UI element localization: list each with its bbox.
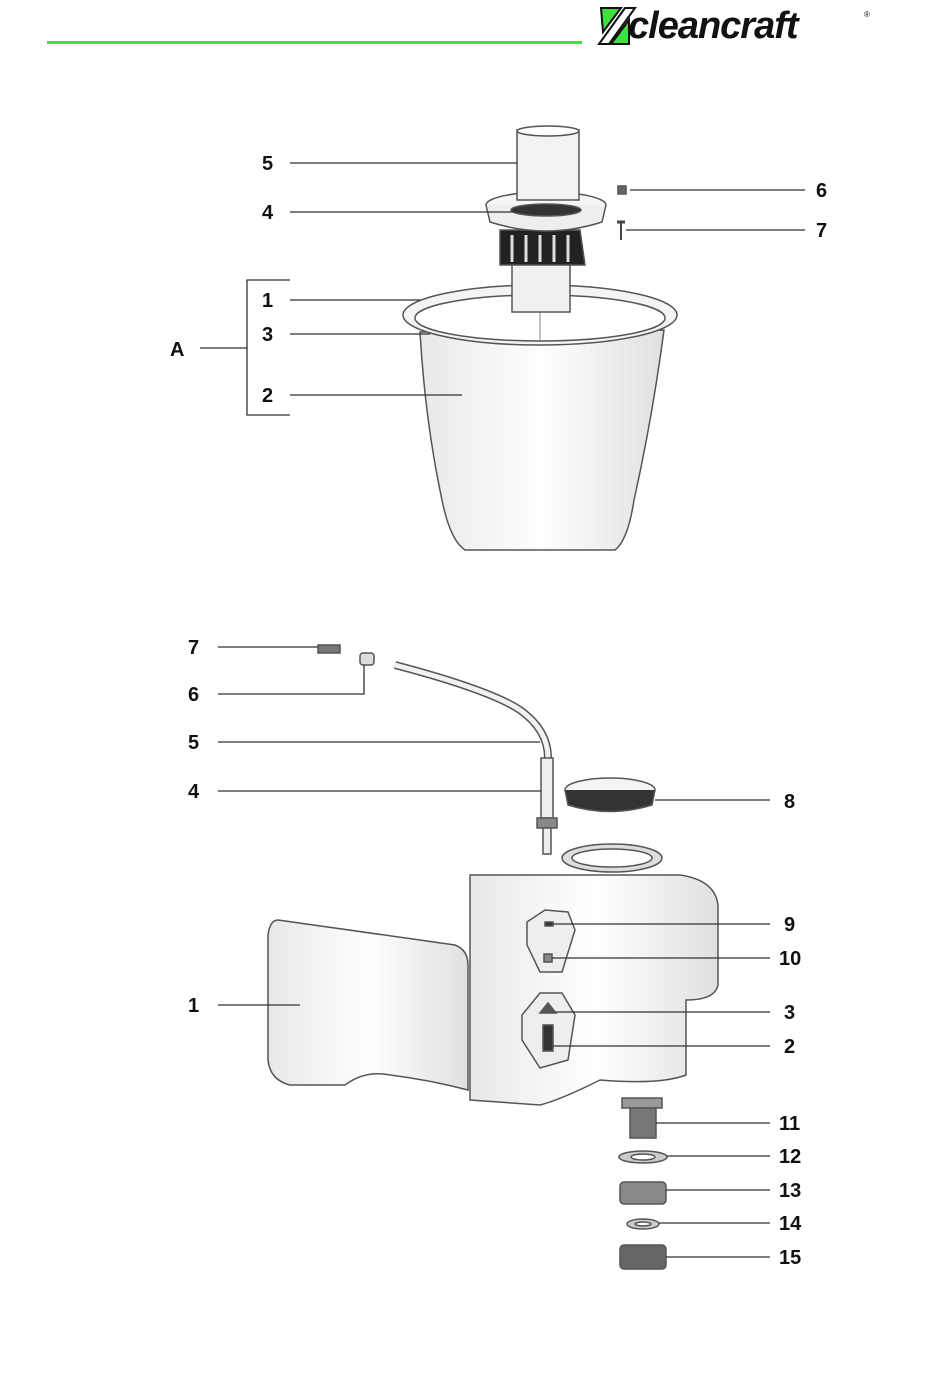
callout-bottom-10: 10	[779, 948, 801, 970]
callout-bottom-12: 12	[779, 1146, 801, 1168]
callout-bottom-15: 15	[779, 1247, 801, 1269]
callout-bottom-2: 2	[784, 1036, 795, 1058]
callout-top-2: 2	[262, 385, 273, 407]
callout-top-1: 1	[262, 290, 273, 312]
callout-bottom-6: 6	[188, 684, 199, 706]
callout-bottom-9: 9	[784, 914, 795, 936]
filter-bag	[420, 330, 664, 550]
callout-bottom-8: 8	[784, 791, 795, 813]
callout-bottom-5: 5	[188, 732, 199, 754]
callout-bottom-7: 7	[188, 637, 199, 659]
callout-bottom-11: 11	[779, 1113, 800, 1135]
callout-bottom-13: 13	[779, 1180, 801, 1202]
callout-top-5: 5	[262, 153, 273, 175]
elbow-fitting	[360, 653, 374, 665]
tank-assembly	[268, 645, 718, 1269]
part-15-nut	[620, 1245, 666, 1269]
tank-body	[470, 875, 718, 1105]
connector	[318, 645, 340, 653]
callout-top-7: 7	[816, 220, 827, 242]
inner-tube	[512, 262, 570, 312]
callout-top-3: 3	[262, 324, 273, 346]
callout-bottom-4: 4	[188, 781, 200, 803]
part-11-thread	[630, 1108, 656, 1138]
callout-bottom-1: 1	[188, 995, 199, 1017]
part-nut	[618, 186, 626, 194]
callout-bottom-14: 14	[779, 1213, 802, 1235]
part-13-nut	[620, 1182, 666, 1204]
callout-top-6: 6	[816, 180, 827, 202]
callout-bottom-3: 3	[784, 1002, 795, 1024]
part-11-flange	[622, 1098, 662, 1108]
tube	[541, 758, 553, 818]
callout-top-a: A	[170, 339, 184, 361]
outlet-pipe	[517, 130, 579, 200]
callout-top-4: 4	[262, 202, 274, 224]
